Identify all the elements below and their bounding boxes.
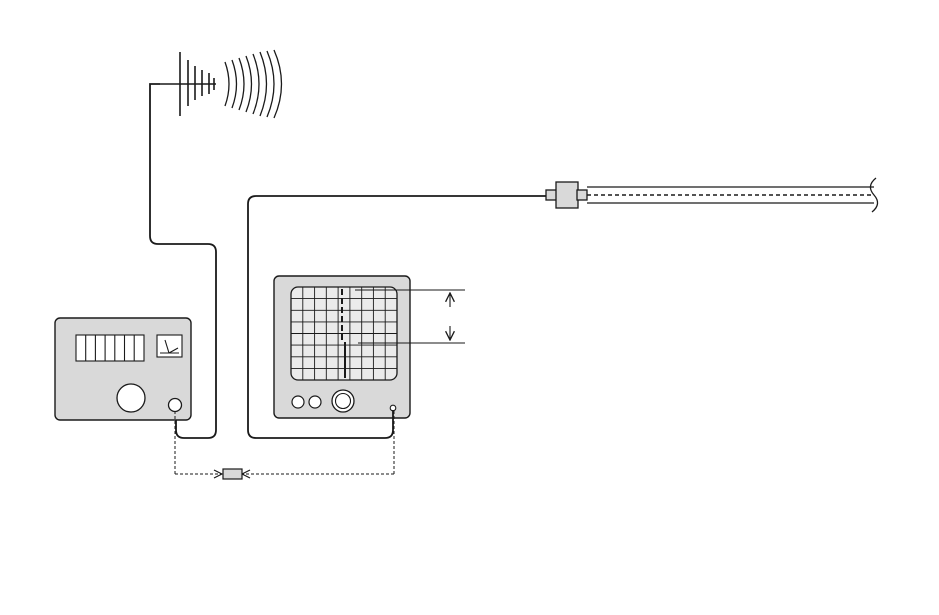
generator-display <box>76 335 144 361</box>
tuning-knob <box>117 384 145 412</box>
oscilloscope-jack <box>390 405 396 411</box>
radio-waves-icon <box>225 50 282 118</box>
meter-icon <box>157 335 182 357</box>
coax-connector-icon <box>546 182 587 208</box>
main-knob-inner <box>336 394 351 409</box>
control-knob-2 <box>309 396 321 408</box>
generator-jack <box>169 399 182 412</box>
signal-generator-icon <box>55 318 191 420</box>
oscilloscope-icon <box>274 276 410 418</box>
link-connector <box>223 469 242 479</box>
coaxial-cable-icon <box>587 178 878 212</box>
yagi-antenna-icon <box>160 52 216 116</box>
control-knob-1 <box>292 396 304 408</box>
cable-break-icon <box>870 178 877 212</box>
dashed-link-icon <box>175 411 394 479</box>
